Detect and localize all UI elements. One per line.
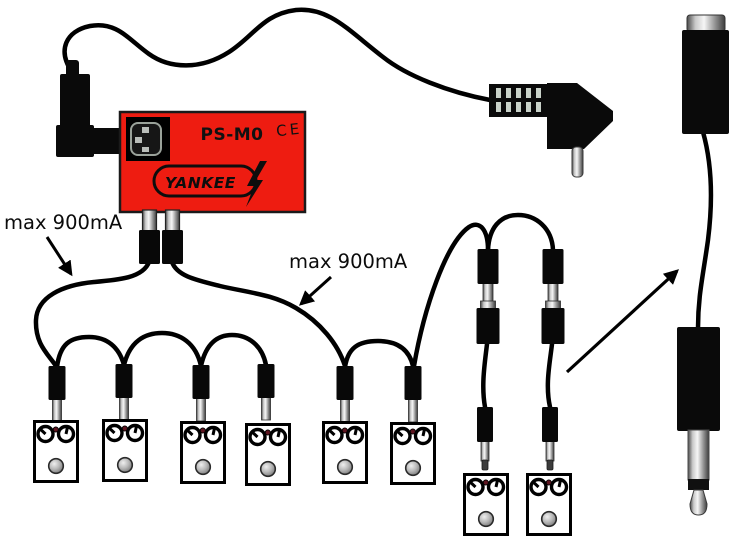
dc-output-jack-left: [141, 209, 158, 233]
jack-socket-cap: [686, 14, 726, 33]
jack-plug-tip: [689, 489, 708, 516]
jack-socket-body: [682, 30, 729, 134]
mini-plug: [541, 406, 559, 471]
daisy-cable-1-2: [54, 334, 127, 370]
iec-plug-foot: [56, 125, 94, 157]
pedal: [101, 418, 149, 483]
dc-barrel-plug: [48, 365, 66, 423]
pedal: [389, 421, 437, 486]
iec-plug: [56, 60, 121, 157]
brand-logo: YANKEE: [152, 161, 267, 207]
output-cable-right: [169, 259, 348, 369]
jack-socket-detail: [682, 14, 729, 134]
iec-inlet-pins: [135, 127, 149, 152]
pedal: [179, 420, 227, 485]
psu-model-label: PS-M0: [200, 125, 263, 145]
barrel-coupler: [541, 248, 565, 345]
dc-barrel-plug: [336, 365, 354, 423]
mini-plug: [476, 406, 494, 471]
mains-plug-pin: [571, 146, 584, 178]
adapter-detail-cable: [695, 129, 714, 331]
jack-plug-ring: [688, 479, 709, 490]
barrel-coupler: [476, 248, 500, 345]
cable-coupler2-down: [545, 341, 555, 410]
max-current-label-left: max 900mA: [4, 211, 123, 234]
dc-barrel-plug: [257, 363, 275, 421]
pedal: [321, 420, 369, 485]
iec-inlet-socket: [130, 122, 162, 156]
dc-barrel-plug: [404, 365, 422, 423]
dc-barrel-plug: [115, 363, 133, 421]
daisy-cable-2-3: [121, 330, 204, 369]
annotation-arrow-left: [45, 236, 73, 277]
pedal: [525, 472, 573, 537]
jack-plug-detail: [677, 327, 720, 516]
strain-relief-ribs: [496, 88, 541, 112]
pedal: [462, 472, 510, 537]
ce-mark: CE: [275, 120, 303, 141]
output-cable-left: [33, 259, 152, 369]
cable-6-to-coupler1: [411, 222, 491, 369]
mains-power-cord: [62, 7, 493, 103]
dc-barrel-plug: [192, 364, 210, 422]
daisy-cable-3-4: [198, 332, 269, 369]
cable-coupler1-down: [481, 341, 490, 410]
max-current-label-right: max 900mA: [289, 250, 408, 273]
pedal: [32, 419, 80, 484]
adapter-detail-arrow: [565, 269, 679, 374]
jack-plug-body: [677, 327, 720, 431]
iec-plug-nose: [93, 128, 121, 154]
dc-output-jack-right: [164, 209, 181, 233]
annotation-arrow-right: [298, 275, 333, 306]
power-supply-unit: PS-M0 CE YANKEE: [118, 110, 307, 264]
brand-logo-text: YANKEE: [165, 174, 236, 192]
dc-output-plug-left: [139, 230, 160, 264]
mains-plug: [489, 83, 613, 178]
mains-plug-body: [547, 83, 613, 149]
iec-plug-body: [60, 74, 90, 129]
daisy-cable-5-6: [342, 338, 416, 370]
dc-output-plug-right: [162, 230, 183, 264]
jack-plug-shaft: [687, 429, 710, 481]
lightning-bolt-icon: [246, 161, 267, 207]
cable-coupler1-coupler2: [485, 212, 556, 253]
pedal: [244, 422, 292, 487]
